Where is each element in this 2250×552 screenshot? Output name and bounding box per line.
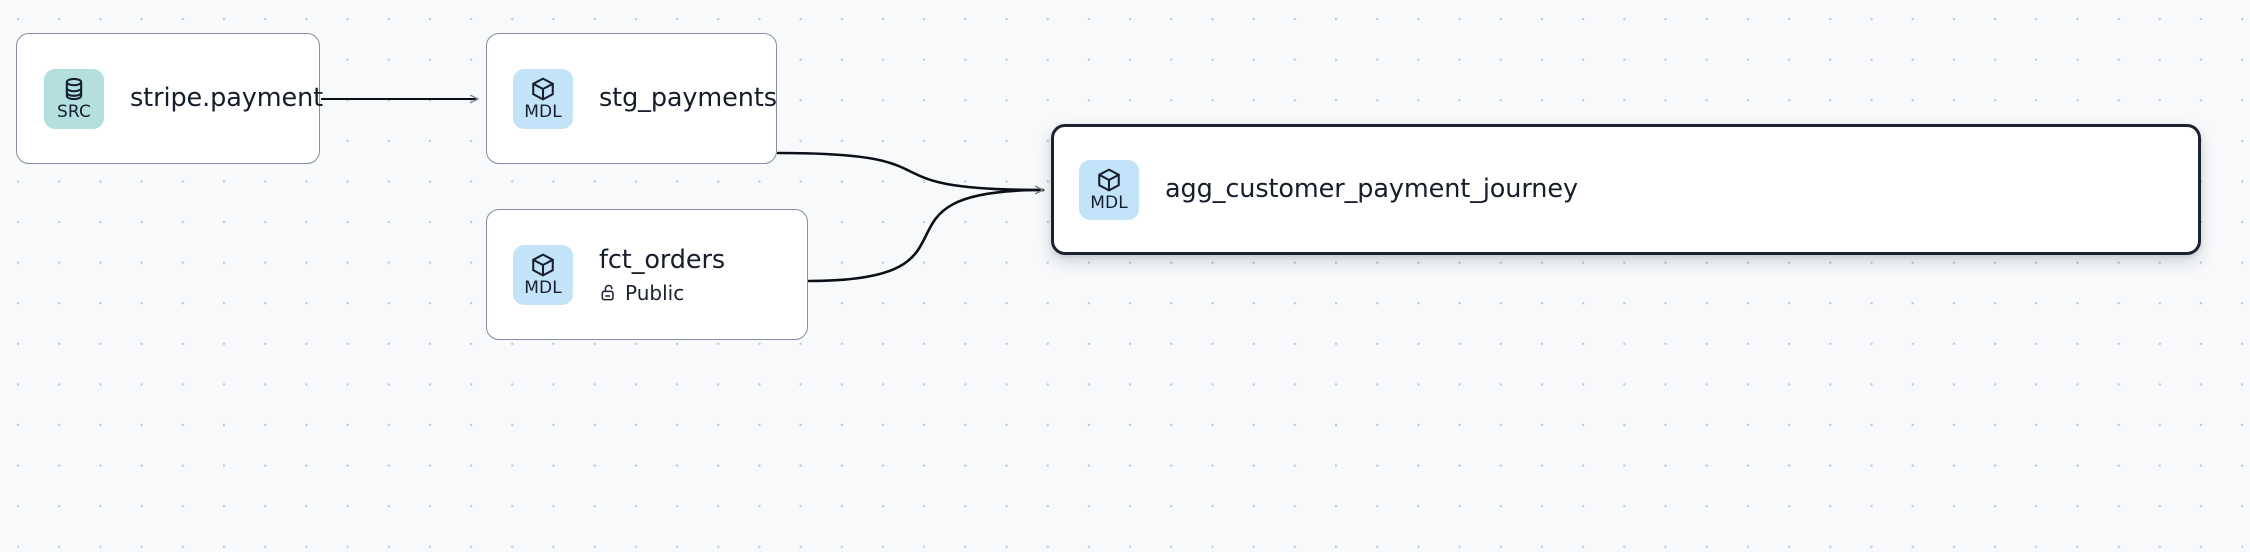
unlocked-padlock-icon [599, 283, 618, 302]
node-body: fct_orders Public [599, 245, 725, 305]
badge-mdl: MDL [513, 68, 573, 129]
badge-label: MDL [1090, 193, 1128, 213]
badge-label: MDL [524, 102, 562, 122]
node-title: stg_payments [599, 83, 777, 113]
node-body: agg_customer_payment_journey [1165, 174, 1578, 205]
node-title: stripe.payment [130, 83, 324, 113]
node-agg-customer-payment-journey[interactable]: MDL agg_customer_payment_journey [1051, 124, 2201, 255]
badge-src: SRC [44, 68, 104, 129]
node-title: fct_orders [599, 244, 726, 275]
badge-mdl: MDL [1079, 159, 1139, 220]
badge-label: SRC [57, 102, 91, 122]
badge-label: MDL [524, 278, 562, 298]
database-icon [61, 76, 87, 102]
node-visibility-label: Public [625, 280, 685, 305]
node-stripe-payment[interactable]: SRC stripe.payment [16, 33, 324, 164]
node-body: stripe.payment [130, 83, 324, 114]
edge-fct-to-agg [807, 190, 1045, 283]
cube-icon [530, 252, 556, 278]
cube-icon [1096, 167, 1122, 193]
badge-mdl: MDL [513, 244, 573, 305]
node-stg-payments[interactable]: MDL stg_payments [486, 33, 777, 164]
node-title: agg_customer_payment_journey [1165, 174, 1578, 204]
node-visibility: Public [599, 281, 725, 305]
node-body: stg_payments [599, 83, 777, 114]
node-fct-orders[interactable]: MDL fct_orders Public [486, 209, 808, 340]
edge-stg-to-agg [776, 151, 1045, 190]
cube-icon [530, 76, 556, 102]
